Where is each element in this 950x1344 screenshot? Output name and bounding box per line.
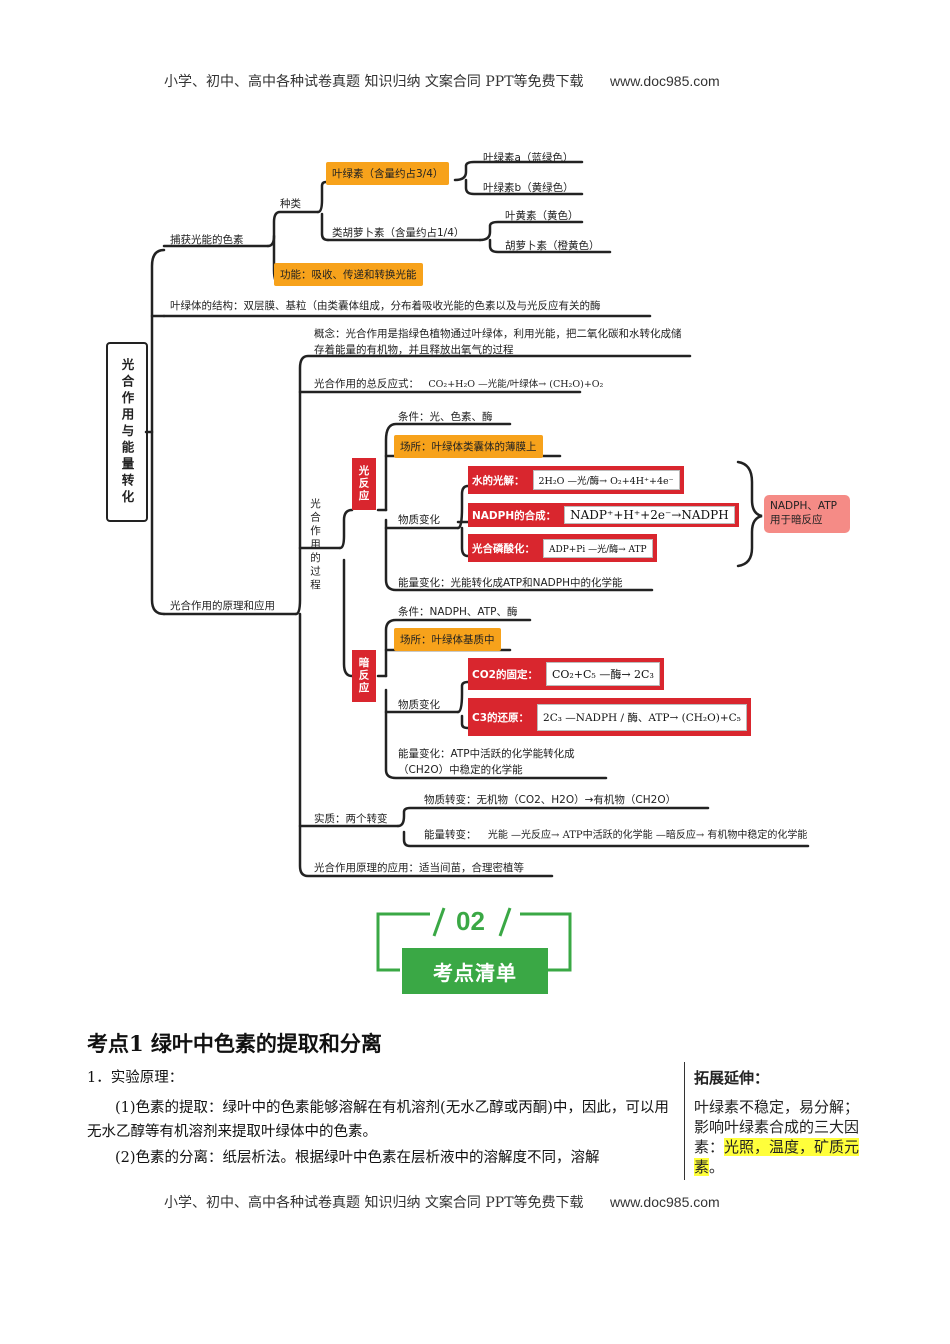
sidebar-divider	[684, 1062, 685, 1180]
node-essence: 实质：两个转变	[314, 813, 388, 825]
water-formula: 2H₂O —光/酶→ O₂+4H⁺+4e⁻	[532, 470, 680, 490]
node-lr-condition: 条件：光、色素、酶	[398, 411, 493, 423]
footer-text: 小学、初中、高中各种试卷真题 知识归纳 文案合同 PPT等免费下载	[164, 1195, 584, 1211]
photophos-formula: ADP+Pi —光/酶→ ATP	[543, 538, 653, 558]
node-photophos: 光合磷酸化： ADP+Pi —光/酶→ ATP	[468, 534, 657, 562]
node-dr-material: 物质变化	[398, 699, 440, 711]
node-co2-fix: CO2的固定： CO₂+C₅ —酶→ 2C₃	[468, 658, 664, 690]
node-xanthophyll: 叶黄素（黄色）	[505, 210, 579, 222]
dark-reaction-label: 暗反应	[357, 657, 370, 695]
equation-formula: CO₂+H₂O —光能/叶绿体→ (CH₂O)+O₂	[428, 379, 604, 390]
node-dr-site: 场所：叶绿体基质中	[394, 628, 501, 651]
nadph-formula: NADP⁺+H⁺+2e⁻→NADPH	[564, 506, 735, 524]
root-label: 光合作用与能量转化	[119, 357, 135, 507]
node-chlorophyll: 叶绿素（含量约占3/4）	[326, 162, 450, 185]
node-matter-change: 物质转变：无机物（CO2、H2O）→有机物（CH2O）	[424, 794, 677, 806]
light-reaction-label: 光反应	[357, 465, 370, 503]
node-lr-material: 物质变化	[398, 514, 440, 526]
photophos-label: 光合磷酸化：	[472, 542, 535, 555]
nadph-synth-label: NADPH的合成：	[472, 509, 557, 522]
node-energy-change: 能量转变： 光能 —光反应→ ATP中活跃的化学能 —暗反应→ 有机物中稳定的化…	[424, 826, 807, 842]
node-types: 种类	[280, 198, 301, 210]
water-photolysis-label: 水的光解：	[472, 474, 525, 487]
node-carotenoid: 类胡萝卜素（含量约占1/4）	[332, 227, 465, 239]
c3-formula: 2C₃ —NADPH / 酶、ATP→ (CH₂O)+C₅	[537, 703, 747, 731]
node-equation: 光合作用的总反应式： CO₂+H₂O —光能/叶绿体→ (CH₂O)+O₂	[314, 376, 603, 391]
energy-change-formula: 光能 —光反应→ ATP中活跃的化学能 —暗反应→ 有机物中稳定的化学能	[487, 830, 808, 841]
header-url[interactable]: www.doc985.com	[609, 73, 720, 89]
paragraph-1: (1)色素的提取：绿叶中的色素能够溶解在有机溶剂(无水乙醇或丙酮)中，因此，可以…	[87, 1100, 669, 1140]
node-principle: 光合作用的原理和应用	[170, 600, 275, 612]
node-nadph-atp-note: NADPH、ATP用于暗反应	[764, 495, 850, 533]
node-dark-reaction: 暗反应	[352, 650, 376, 702]
node-application: 光合作用原理的应用：适当间苗，合理密植等	[314, 862, 524, 874]
section-heading: 考点1 绿叶中色素的提取和分离	[87, 1031, 382, 1056]
node-function: 功能：吸收、传递和转换光能	[274, 263, 423, 286]
mindmap-connectors	[144, 160, 810, 878]
co2-fix-label: CO2的固定：	[472, 668, 538, 681]
energy-change-label: 能量转变：	[424, 829, 477, 841]
node-carotene: 胡萝卜素（橙黄色）	[505, 240, 600, 252]
mindmap-root: 光合作用与能量转化	[106, 342, 148, 522]
node-lr-site: 场所：叶绿体类囊体的薄膜上	[394, 435, 543, 458]
node-chl-b: 叶绿素b（黄绿色）	[483, 182, 574, 194]
page-footer: 小学、初中、高中各种试卷真题 知识归纳 文案合同 PPT等免费下载 www.do…	[164, 1192, 720, 1212]
node-light-reaction: 光反应	[352, 458, 376, 510]
node-capture-pigments: 捕获光能的色素	[170, 234, 244, 246]
page-header: 小学、初中、高中各种试卷真题 知识归纳 文案合同 PPT等免费下载 www.do…	[164, 71, 720, 91]
node-chl-a: 叶绿素a（蓝绿色）	[483, 152, 574, 164]
node-dr-condition: 条件：NADPH、ATP、酶	[398, 606, 518, 618]
sidebar-end: 。	[709, 1158, 725, 1176]
paragraph-2: (2)色素的分离：纸层析法。根据绿叶中色素在层析液中的溶解度不同，溶解	[115, 1150, 600, 1166]
footer-url[interactable]: www.doc985.com	[609, 1194, 720, 1210]
item-1: 1．实验原理：	[87, 1070, 184, 1086]
badge-title: 考点清单	[402, 948, 548, 994]
sidebar-title: 拓展延伸：	[694, 1069, 770, 1087]
node-water-photolysis: 水的光解： 2H₂O —光/酶→ O₂+4H⁺+4e⁻	[468, 466, 684, 494]
node-concept: 概念：光合作用是指绿色植物通过叶绿体，利用光能，把二氧化碳和水转化成储存着能量的…	[314, 328, 682, 356]
section-badge-frame	[376, 907, 572, 972]
sidebar-text: 叶绿素不稳定，易分解；影响叶绿素合成的三大因素：	[694, 1098, 860, 1156]
node-dr-energy: 能量变化：ATP中活跃的化学能转化成（CH2O）中稳定的化学能	[398, 748, 575, 776]
badge-number: 02	[456, 906, 485, 936]
node-lr-energy: 能量变化：光能转化成ATP和NADPH中的化学能	[398, 577, 623, 589]
sidebar-body: 叶绿素不稳定，易分解；影响叶绿素合成的三大因素：光照，温度，矿质元素。	[694, 1097, 866, 1177]
node-nadph-synth: NADPH的合成： NADP⁺+H⁺+2e⁻→NADPH	[468, 503, 739, 527]
node-c3-reduce: C3的还原： 2C₃ —NADPH / 酶、ATP→ (CH₂O)+C₅	[468, 698, 751, 736]
header-text: 小学、初中、高中各种试卷真题 知识归纳 文案合同 PPT等免费下载	[164, 74, 584, 90]
node-structure: 叶绿体的结构：双层膜、基粒（由类囊体组成，分布着吸收光能的色素以及与光反应有关的…	[170, 300, 601, 312]
equation-label: 光合作用的总反应式：	[314, 378, 419, 390]
c3-reduce-label: C3的还原：	[472, 711, 530, 724]
co2-formula: CO₂+C₅ —酶→ 2C₃	[545, 662, 660, 686]
node-process: 光合作用的过程	[309, 498, 321, 593]
